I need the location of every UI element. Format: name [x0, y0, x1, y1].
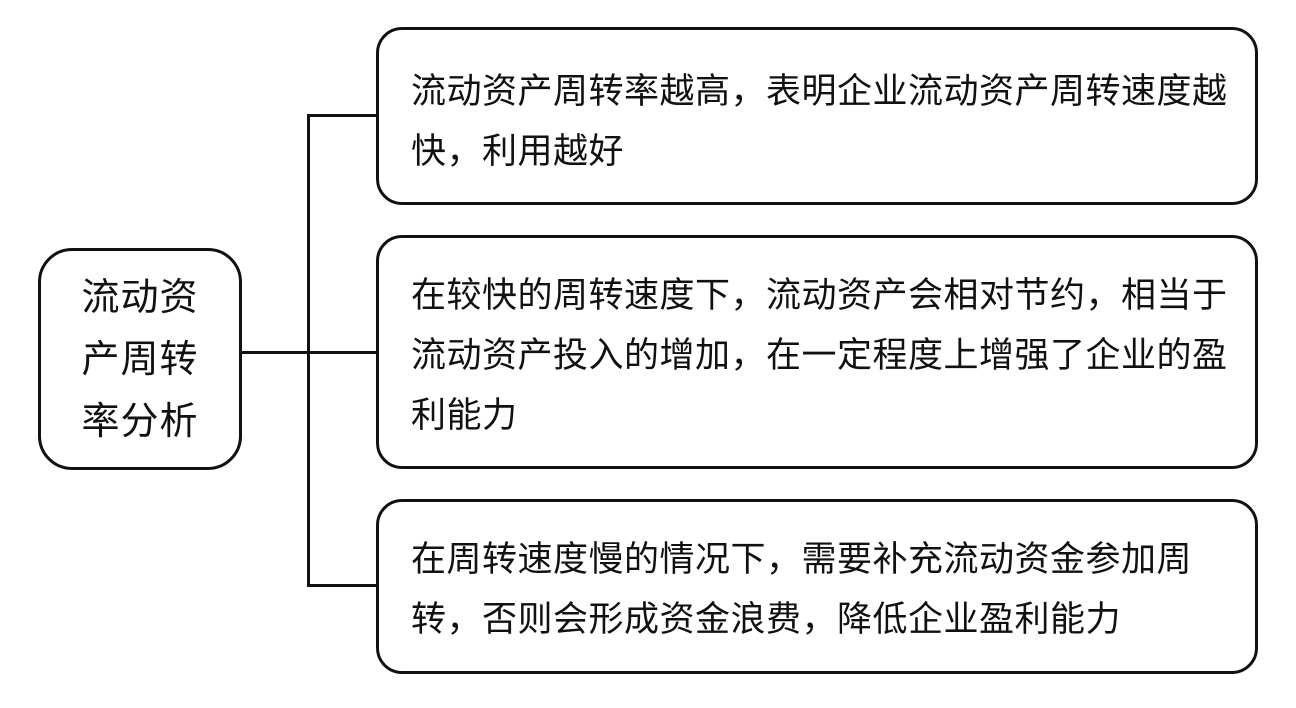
branch-node-3-label: 在周转速度慢的情况下，需要补充流动资金参加周转，否则会形成资金浪费，降低企业盈利…	[411, 540, 1193, 640]
connector-bracket-vertical	[307, 114, 310, 587]
root-node-label: 流动资产周转率分析	[81, 275, 199, 443]
connector-branch-3	[307, 584, 376, 587]
branch-node-1: 流动资产周转率越高，表明企业流动资产周转速度越快，利用越好	[376, 27, 1258, 205]
branch-node-2-label: 在较快的周转速度下，流动资产会相对节约，相当于流动资产投入的增加，在一定程度上增…	[411, 276, 1228, 436]
root-node: 流动资产周转率分析	[38, 248, 242, 470]
branch-node-1-label: 流动资产周转率越高，表明企业流动资产周转速度越快，利用越好	[411, 72, 1228, 172]
branch-node-3: 在周转速度慢的情况下，需要补充流动资金参加周转，否则会形成资金浪费，降低企业盈利…	[376, 499, 1258, 674]
connector-branch-1	[307, 114, 376, 117]
branch-node-2: 在较快的周转速度下，流动资产会相对节约，相当于流动资产投入的增加，在一定程度上增…	[376, 235, 1258, 469]
